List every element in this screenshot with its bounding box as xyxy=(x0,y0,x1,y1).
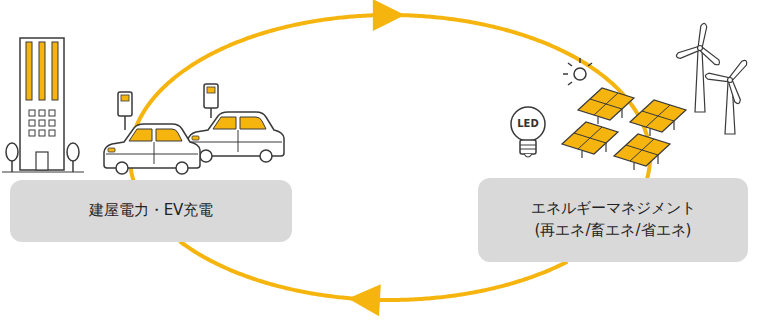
category-box: エネルギーマネジメント (再エネ/畜エネ/省エネ) xyxy=(478,178,748,262)
box-label: エネルギーマネジメント (再エネ/畜エネ/省エネ) xyxy=(506,198,721,242)
solar-panel-icon xyxy=(562,88,686,170)
led-bulb-icon xyxy=(511,107,545,157)
cycle-line xyxy=(130,15,650,181)
arrow-head xyxy=(348,284,381,316)
cycle-arrow xyxy=(130,0,650,181)
tree-icon xyxy=(2,143,84,172)
box-label: 建屋電力・EV充電 xyxy=(89,200,214,222)
wind-turbine-icon xyxy=(675,23,748,134)
sun-icon xyxy=(563,58,592,85)
icon-label: LED xyxy=(511,118,545,130)
building-icon xyxy=(20,38,64,170)
category-box: 建屋電力・EV充電 xyxy=(10,180,292,242)
arrow-head xyxy=(373,0,405,31)
car-icon xyxy=(104,112,284,174)
ev-charger-icon xyxy=(118,84,218,130)
